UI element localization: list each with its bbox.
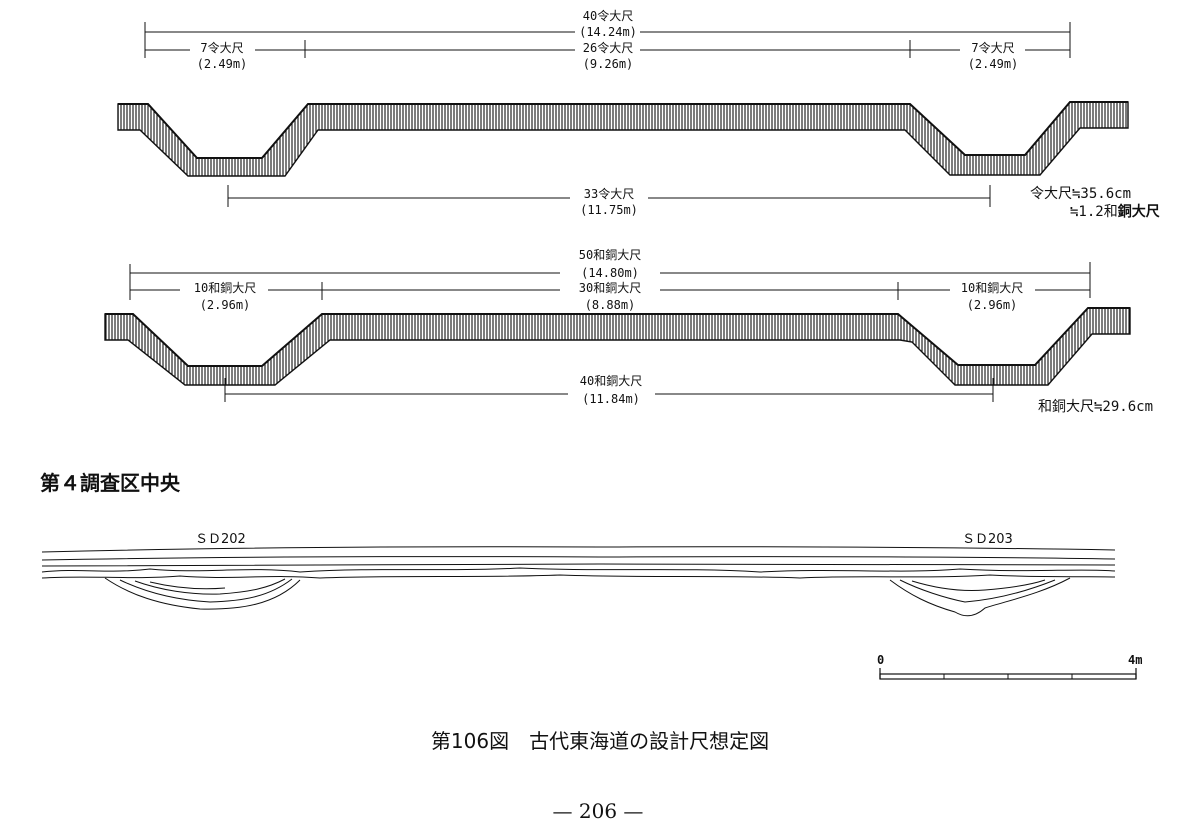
- dim-left-2-label: 10和銅大尺: [194, 281, 256, 295]
- section-heading: 第４調査区中央: [40, 471, 181, 495]
- unit-note-3: 和銅大尺≒29.6cm: [1038, 399, 1153, 415]
- road-profile-diagram-2: 50和銅大尺 (14.80m) 10和銅大尺 (2.96m) 30和銅大尺 (8…: [104, 248, 1153, 415]
- dim-total-2: 50和銅大尺 (14.80m): [129, 248, 1091, 300]
- dim-left-1-label: 7令大尺: [200, 40, 243, 55]
- dim-bottom-2-label: 40和銅大尺: [580, 374, 642, 388]
- dim-bottom-1: 33令大尺 (11.75m): [227, 185, 991, 217]
- dim-middle-2-value: (8.88m): [585, 298, 636, 312]
- dim-middle-2-label: 30和銅大尺: [579, 281, 641, 295]
- scale-end: 4m: [1128, 653, 1142, 667]
- dim-left-2-value: (2.96m): [200, 298, 251, 312]
- page-number: — 206 —: [553, 799, 644, 823]
- dim-right-1-value: (2.49m): [968, 57, 1019, 71]
- dim-right-2-label: 10和銅大尺: [961, 281, 1023, 295]
- dim-middle-1-label: 26令大尺: [583, 40, 633, 55]
- dim-segments-1: 7令大尺 (2.49m) 26令大尺 (9.26m) 7令大尺 (2.49m): [145, 40, 1070, 71]
- figure-caption: 第106図 古代東海道の設計尺想定図: [431, 729, 769, 753]
- dim-right-2-value: (2.96m): [967, 298, 1018, 312]
- dim-middle-1-value: (9.26m): [583, 57, 634, 71]
- unit-note-2: ≒1.2和銅大尺: [1070, 203, 1160, 220]
- scale-start: 0: [877, 653, 884, 667]
- unit-note-1: 令大尺≒35.6cm: [1030, 186, 1131, 202]
- dim-total-2-value: (14.80m): [581, 266, 639, 280]
- cross-section-drawing: ＳＤ202 ＳＤ203: [41, 532, 1116, 617]
- dim-bottom-1-value: (11.75m): [580, 203, 638, 217]
- road-profile-1: [117, 101, 1129, 177]
- dim-total-1-value: (14.24m): [579, 25, 637, 39]
- dim-bottom-1-label: 33令大尺: [584, 186, 634, 201]
- label-sd203: ＳＤ203: [962, 532, 1013, 547]
- label-sd202: ＳＤ202: [195, 532, 246, 547]
- scale-bar: 0 4m: [877, 653, 1142, 680]
- dim-total-1: 40令大尺 (14.24m): [144, 8, 1071, 58]
- dim-bottom-2: 40和銅大尺 (11.84m): [224, 374, 994, 406]
- dim-total-2-label: 50和銅大尺: [579, 248, 641, 262]
- dim-bottom-2-value: (11.84m): [582, 392, 640, 406]
- dim-segments-2: 10和銅大尺 (2.96m) 30和銅大尺 (8.88m) 10和銅大尺 (2.…: [130, 281, 1090, 312]
- dim-right-1-label: 7令大尺: [971, 40, 1014, 55]
- dim-left-1-value: (2.49m): [197, 57, 248, 71]
- road-profile-diagram-1: 40令大尺 (14.24m) 7令大尺 (2.49m) 26令大尺 (9.26m…: [117, 8, 1160, 220]
- dim-total-1-label: 40令大尺: [583, 8, 633, 23]
